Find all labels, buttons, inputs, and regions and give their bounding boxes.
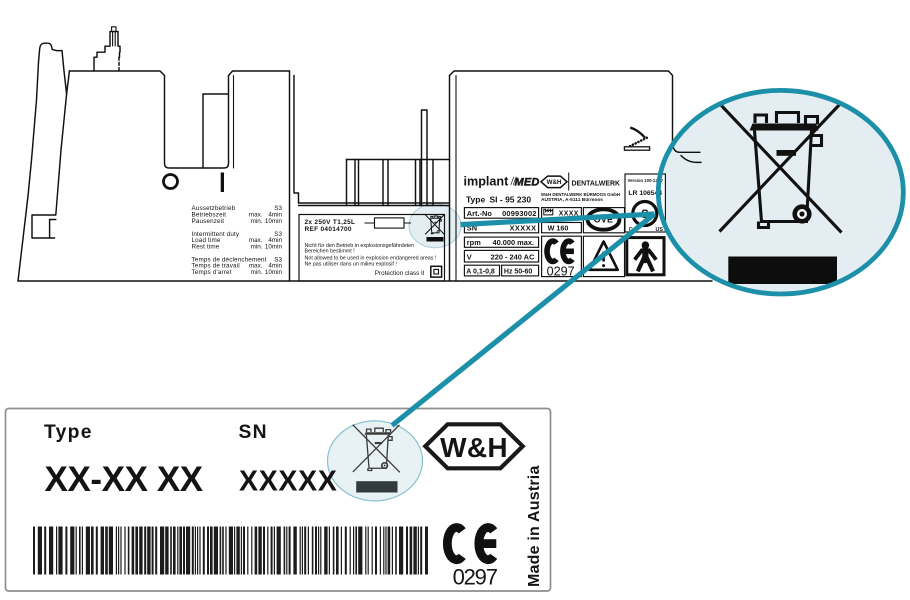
svg-text:XXXX: XXXX bbox=[559, 211, 579, 218]
svg-text:Made in Austria: Made in Austria bbox=[526, 465, 543, 587]
svg-text:XXXXX: XXXXX bbox=[509, 224, 536, 233]
svg-text:XXXXX: XXXXX bbox=[239, 466, 338, 498]
svg-text:0297: 0297 bbox=[547, 264, 575, 278]
svg-text:S3: S3 bbox=[274, 205, 282, 212]
svg-text:rpm: rpm bbox=[467, 238, 481, 247]
svg-text:US: US bbox=[656, 227, 664, 233]
svg-text:4min: 4min bbox=[268, 212, 282, 219]
svg-text:W&H: W&H bbox=[547, 179, 562, 186]
svg-text:Type: Type bbox=[466, 194, 485, 204]
svg-text:10min: 10min bbox=[265, 269, 283, 276]
svg-text:implant: implant bbox=[464, 174, 510, 188]
svg-text:220 - 240 AC: 220 - 240 AC bbox=[491, 253, 535, 262]
svg-text:Not allowed to be used in expl: Not allowed to be used in explosion enda… bbox=[305, 256, 437, 262]
svg-text:Intermittent duty: Intermittent duty bbox=[192, 231, 240, 238]
svg-text:10min: 10min bbox=[265, 218, 283, 225]
svg-text:A 0,1-0,8: A 0,1-0,8 bbox=[466, 269, 495, 276]
svg-text:XX-XX XX: XX-XX XX bbox=[45, 460, 204, 499]
svg-text:Load time: Load time bbox=[192, 237, 221, 244]
svg-text:40.000 max.: 40.000 max. bbox=[492, 238, 534, 247]
svg-text:SN: SN bbox=[239, 422, 268, 443]
svg-text:LR 106544: LR 106544 bbox=[628, 190, 662, 197]
svg-text:SI - 95 230: SI - 95 230 bbox=[490, 194, 532, 204]
svg-text:Type: Type bbox=[44, 422, 93, 443]
svg-text:Nicht für den Betrieb in explo: Nicht für den Betrieb in explosionsgefäh… bbox=[305, 243, 415, 249]
svg-text:W&H: W&H bbox=[440, 432, 508, 463]
svg-text:Betriebszeit: Betriebszeit bbox=[192, 212, 227, 219]
svg-text:SN: SN bbox=[467, 224, 477, 233]
svg-text:DENTALWERK: DENTALWERK bbox=[572, 179, 621, 187]
svg-text:4min: 4min bbox=[268, 263, 282, 270]
svg-text:REF 04014700: REF 04014700 bbox=[305, 226, 352, 233]
svg-text:Art.-No: Art.-No bbox=[467, 209, 493, 218]
svg-text:V: V bbox=[467, 253, 472, 262]
svg-text:10min: 10min bbox=[265, 243, 283, 250]
svg-text:AUSTRIA, A-5111 Bürmoos: AUSTRIA, A-5111 Bürmoos bbox=[541, 197, 604, 202]
svg-text:Temps d’arret: Temps d’arret bbox=[192, 269, 232, 276]
svg-text:Version 100-130V: Version 100-130V bbox=[628, 178, 664, 183]
svg-text:max.: max. bbox=[249, 237, 263, 244]
svg-text:S3: S3 bbox=[274, 231, 282, 238]
svg-text:max.: max. bbox=[249, 212, 263, 219]
svg-text:W&H DENTALWERK BÜRMOOS GmbH: W&H DENTALWERK BÜRMOOS GmbH bbox=[541, 192, 620, 197]
svg-text:min.: min. bbox=[251, 269, 263, 276]
svg-text:Bereichen bestimmt !: Bereichen bestimmt ! bbox=[305, 249, 355, 255]
svg-text:2x 250V T1,25L: 2x 250V T1,25L bbox=[305, 219, 356, 226]
svg-text:Aussetzbetrieb: Aussetzbetrieb bbox=[192, 205, 236, 212]
svg-text:min.: min. bbox=[251, 218, 263, 225]
svg-text:0297: 0297 bbox=[453, 565, 498, 590]
svg-text:S3: S3 bbox=[274, 256, 282, 263]
svg-text:4min: 4min bbox=[268, 237, 282, 244]
svg-text:Hz 50-60: Hz 50-60 bbox=[504, 269, 533, 276]
svg-text:W 160: W 160 bbox=[548, 224, 569, 233]
svg-text:max.: max. bbox=[249, 263, 263, 270]
svg-text:MED: MED bbox=[515, 176, 540, 188]
svg-text:ÖVE: ÖVE bbox=[594, 215, 613, 225]
svg-text:Protection class II: Protection class II bbox=[375, 270, 425, 277]
svg-text:Pausenzeit: Pausenzeit bbox=[192, 218, 225, 225]
svg-text:00993002: 00993002 bbox=[502, 209, 536, 218]
svg-text:Ne pas utiliser dans un milieu: Ne pas utiliser dans un milieu explosif … bbox=[305, 261, 397, 267]
svg-text:Temps de travail: Temps de travail bbox=[192, 263, 240, 270]
svg-text:Rest time: Rest time bbox=[192, 243, 220, 250]
svg-text:Temps de déclenchement: Temps de déclenchement bbox=[192, 256, 267, 263]
svg-text:min.: min. bbox=[251, 243, 263, 250]
